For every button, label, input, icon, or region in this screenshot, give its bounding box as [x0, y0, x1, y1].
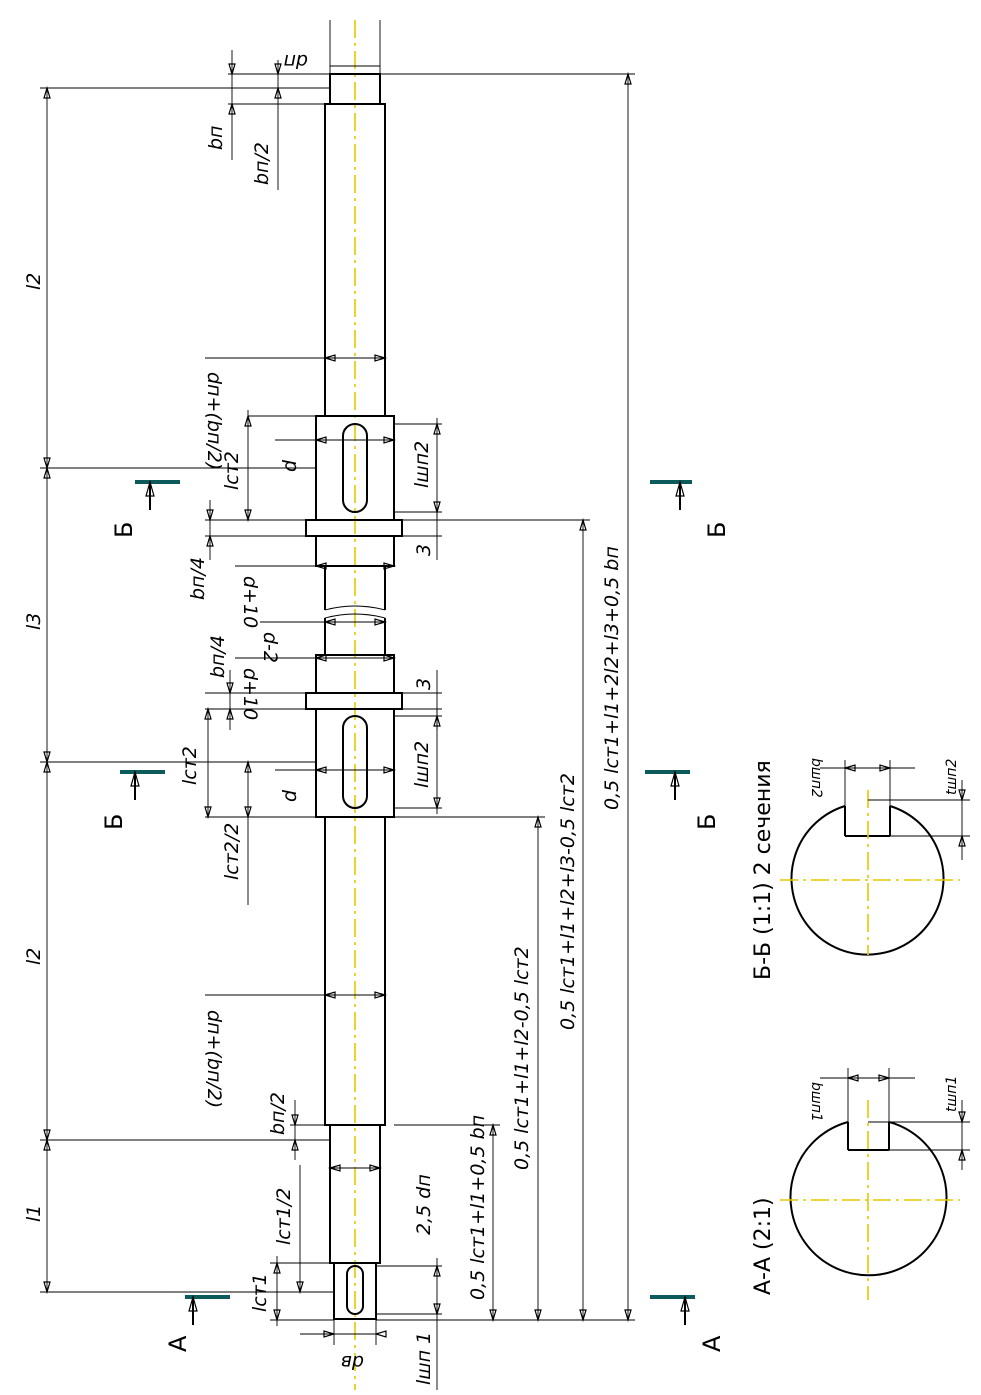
label-t-shp2: tшп2	[944, 759, 960, 795]
keyway-lower	[342, 715, 368, 809]
label-l-shp2-top: lшп2	[411, 441, 433, 488]
label-l-shp1: lшп 1	[413, 1332, 435, 1385]
label-b-p-half-top: bп/2	[251, 142, 273, 185]
label-dim3: 0,5 lст1+l1+l2+l3-0,5 lст2	[557, 773, 579, 1030]
label-l-st2-half: lст2/2	[221, 823, 243, 880]
label-dim4: 0,5 lст1+l1+2l2+l3+0,5 bп	[601, 546, 623, 810]
label-three-b: 3	[413, 678, 435, 690]
label-d-minus-2: d-2	[259, 632, 281, 663]
right-dimensions	[376, 71, 635, 1323]
label-b1: Б	[110, 522, 138, 538]
left-dimensions	[40, 85, 334, 1295]
label-l-st2-mid: lст2	[179, 746, 201, 785]
label-d-top: d	[279, 459, 301, 472]
label-b-p-q1: bп/4	[187, 557, 209, 600]
label-l-st2-top: lст2	[221, 451, 243, 490]
label-three-a: 3	[413, 544, 435, 556]
label-d-plus-10-b: d+10	[239, 668, 261, 720]
keyway-end	[346, 1265, 364, 1315]
label-b2: Б	[703, 522, 731, 538]
label-l3: l3	[23, 613, 45, 630]
label-d-n-plus-top: dп+(bп/2)	[203, 372, 225, 470]
label-l2-top: l2	[23, 273, 45, 290]
label-l2-bottom: l2	[23, 948, 45, 965]
label-d-mid: d	[279, 789, 301, 802]
label-b-shp1: bшп1	[808, 1082, 824, 1122]
label-d-n-top: dп	[284, 50, 308, 72]
label-dim1: 0,5 lст1+l1+0,5 bп	[467, 1115, 489, 1300]
keyway-upper	[342, 423, 368, 513]
section-markers	[120, 479, 695, 1325]
section-aa-title: А-А (2:1)	[751, 1197, 776, 1295]
label-b-p: bп	[205, 126, 227, 150]
local-dimensions	[204, 20, 442, 1390]
dimension-labels: dп bп bп/2 l2 dп+(bп/2) lст2 d lшп2 l3 b…	[23, 50, 960, 1385]
section-aa-drawing	[780, 1068, 970, 1300]
label-l-st1: lст1	[249, 1273, 271, 1312]
label-a1: А	[164, 1335, 192, 1352]
label-d-n-plus-bottom: dп+(bп/2)	[203, 1010, 225, 1108]
label-dim2: 0,5 lст1+l1+l2-0,5 lст2	[511, 946, 533, 1170]
label-b-p-q2: bп/4	[207, 635, 229, 678]
label-b3: Б	[100, 814, 128, 830]
label-d-b: dв	[341, 1351, 364, 1373]
label-l-shp2-mid: lшп2	[411, 741, 433, 788]
label-d-n-25: 2,5 dп	[413, 1174, 435, 1235]
section-bb-title: Б-Б (1:1) 2 сечения	[751, 760, 776, 980]
label-b-shp2: bшп2	[808, 758, 824, 798]
shaft-outline	[305, 73, 403, 1320]
label-d-plus-10-a: d+10	[239, 576, 261, 628]
label-l-st1-half: lст1/2	[273, 1188, 295, 1245]
label-b4: Б	[693, 814, 721, 830]
label-a2: А	[698, 1335, 726, 1352]
label-t-shp1: tшп1	[944, 1076, 960, 1112]
label-l1: l1	[23, 1205, 45, 1222]
section-bb-drawing	[780, 760, 970, 956]
label-b-p-half-bottom: bп/2	[267, 1092, 289, 1135]
